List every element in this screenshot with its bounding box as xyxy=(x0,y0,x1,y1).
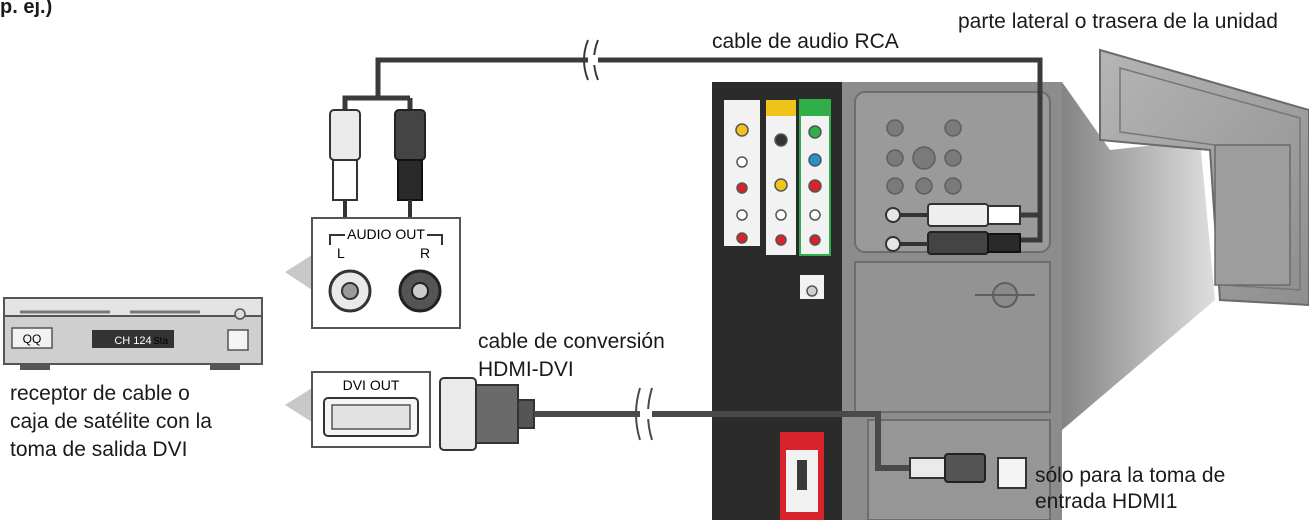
rca-plug-red xyxy=(394,109,426,220)
tv-hdmi-input xyxy=(780,432,824,520)
device-label-line-3: toma de salida DVI xyxy=(10,438,188,461)
device-label-line-2: caja de satélite con la xyxy=(10,410,212,433)
device-description: receptor de cable o caja de satélite con… xyxy=(10,380,280,464)
hdmi-note-line1: sólo para la toma de xyxy=(1035,464,1226,487)
device-center-display: CH 124 xyxy=(114,335,151,347)
rca-audio-cable-label: cable de audio RCA xyxy=(712,30,899,53)
hdmi-note-line2: entrada HDMI1 xyxy=(1035,490,1178,513)
dvi-out-title: DVI OUT xyxy=(343,377,400,393)
conversion-cable-label-line1: cable de conversión xyxy=(478,330,665,353)
audio-out-panel: AUDIO OUT L R xyxy=(285,217,461,329)
hdmi-port-icon xyxy=(997,457,1027,489)
audio-out-left-label: L xyxy=(337,245,345,261)
rca-plugs-tv xyxy=(900,203,1021,255)
device-label-line-1: receptor de cable o xyxy=(10,382,190,405)
audio-out-title: AUDIO OUT xyxy=(347,226,425,242)
tv-connector-labels xyxy=(724,99,831,299)
cable-receiver-device: QQ CH 124 Sta xyxy=(3,297,263,370)
device-left-display: QQ xyxy=(23,332,42,346)
dvi-out-pointer xyxy=(285,388,312,422)
tv-rear-panel xyxy=(712,82,1062,520)
view-wedge xyxy=(1062,82,1215,430)
hdmi-dvi-cable xyxy=(439,377,1027,489)
tv-upper-recess xyxy=(854,91,1051,253)
header-fragment: p. ej.) xyxy=(0,0,53,18)
audio-out-pointer xyxy=(285,255,312,290)
audio-out-right-label: R xyxy=(420,245,430,261)
side-or-rear-label: parte lateral o trasera de la unidad xyxy=(958,10,1278,33)
device-right-display: Sta xyxy=(153,336,168,347)
tv-back-illustration xyxy=(1099,48,1309,307)
conversion-cable-label-line2: HDMI-DVI xyxy=(478,358,574,381)
rca-plug-white xyxy=(329,109,361,220)
tv-screw-holes xyxy=(886,119,962,195)
tv-middle-recess xyxy=(854,261,1051,413)
rca-audio-cable xyxy=(342,39,1043,243)
dvi-out-panel: DVI OUT xyxy=(285,371,431,448)
